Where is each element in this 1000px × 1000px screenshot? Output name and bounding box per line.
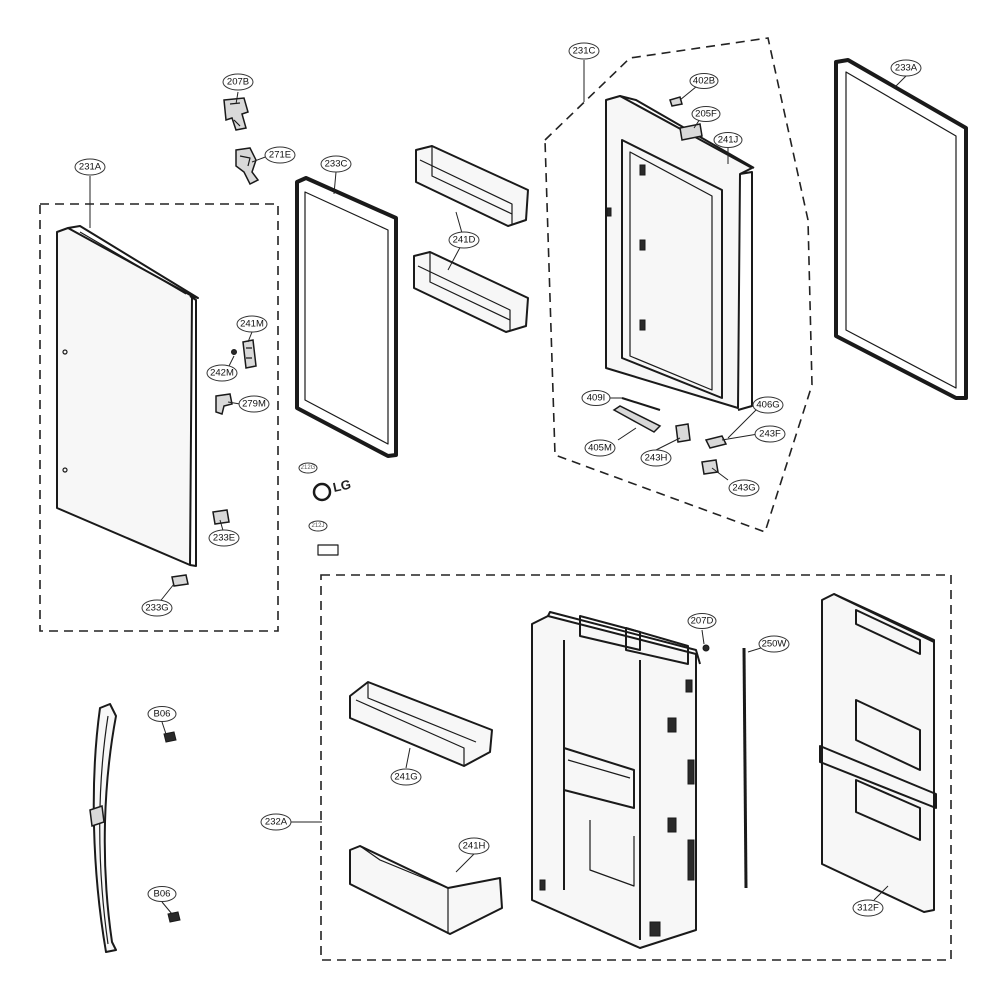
part-233C-gasket[interactable] <box>295 176 398 458</box>
part-250W-rod[interactable] <box>742 647 748 889</box>
callout-212J: 212J <box>308 520 328 532</box>
svg-text:242M: 242M <box>210 368 234 379</box>
svg-text:205F: 205F <box>695 109 717 120</box>
callout-402B: 402B <box>689 73 719 89</box>
callout-250W: 250W <box>758 635 790 653</box>
svg-text:405M: 405M <box>588 443 612 454</box>
part-233A-gasket[interactable] <box>834 58 968 400</box>
part-207D-screw[interactable] <box>702 644 710 652</box>
part-231C-door-liner[interactable] <box>605 95 755 411</box>
part-405M-bar[interactable] <box>612 405 662 433</box>
part-402B-clip[interactable] <box>669 96 683 107</box>
part-241G-bin[interactable] <box>349 681 493 767</box>
part-241H-bin[interactable] <box>349 845 503 935</box>
callout-243G: 243G <box>728 479 760 497</box>
svg-text:B06: B06 <box>154 889 171 900</box>
callout-231A: 231A <box>74 158 106 176</box>
svg-text:241M: 241M <box>240 319 264 330</box>
part-door-handle[interactable] <box>89 703 117 953</box>
callout-205F: 205F <box>691 106 721 122</box>
callout-233A: 233A <box>890 59 922 77</box>
svg-text:212J: 212J <box>311 523 324 529</box>
svg-text:207D: 207D <box>691 616 714 627</box>
svg-text:241G: 241G <box>394 772 417 783</box>
svg-text:233E: 233E <box>213 533 235 544</box>
logo-text: LG <box>332 477 353 495</box>
svg-text:231C: 231C <box>573 46 596 57</box>
callout-212G: 212G <box>298 462 318 474</box>
svg-text:312F: 312F <box>857 903 879 914</box>
callout-271E: 271E <box>264 146 296 164</box>
callout-241G: 241G <box>390 768 422 786</box>
callout-207D: 207D <box>687 613 717 629</box>
callout-241M: 241M <box>236 315 268 333</box>
lg-logo-emblem-icon <box>312 482 332 502</box>
part-241M-hinge-cover[interactable] <box>242 339 257 369</box>
callout-241D: 241D <box>448 231 480 249</box>
svg-text:241H: 241H <box>463 841 486 852</box>
part-233E-latch[interactable] <box>212 509 230 525</box>
callout-406G: 406G <box>752 396 784 414</box>
callout-231C: 231C <box>568 42 600 60</box>
svg-text:233A: 233A <box>895 63 918 74</box>
callout-233E: 233E <box>208 529 240 547</box>
part-233G-bracket[interactable] <box>171 574 189 587</box>
callout-243F: 243F <box>754 425 786 443</box>
svg-text:243F: 243F <box>759 429 781 440</box>
part-409I-strip[interactable] <box>621 397 661 411</box>
callout-207B: 207B <box>222 73 254 91</box>
svg-text:233C: 233C <box>325 159 348 170</box>
callout-233C: 233C <box>320 155 352 173</box>
svg-text:243H: 243H <box>645 453 668 464</box>
svg-text:231A: 231A <box>79 162 102 173</box>
part-242M-screw[interactable] <box>231 349 237 355</box>
group-231C-boundary <box>544 37 813 534</box>
svg-text:279M: 279M <box>242 399 266 410</box>
callout-B06-lower: B06 <box>147 886 177 902</box>
group-232A-boundary <box>320 574 952 961</box>
svg-text:409I: 409I <box>587 393 606 404</box>
part-241D-bin-upper[interactable] <box>415 145 529 227</box>
svg-text:406G: 406G <box>756 400 779 411</box>
svg-text:B06: B06 <box>154 709 171 720</box>
part-271E-bracket[interactable] <box>235 147 260 186</box>
svg-text:250W: 250W <box>762 639 787 650</box>
callout-233G: 233G <box>141 599 173 617</box>
group-231A-boundary <box>39 203 279 632</box>
callout-405M: 405M <box>584 439 616 457</box>
callout-241H: 241H <box>458 837 490 855</box>
svg-text:207B: 207B <box>227 77 249 88</box>
part-205F-fixture[interactable] <box>679 123 703 141</box>
part-243F-pin[interactable] <box>704 435 728 449</box>
svg-text:241D: 241D <box>453 235 476 246</box>
part-231A-door-panel[interactable] <box>56 225 199 567</box>
callout-B06-upper: B06 <box>147 706 177 722</box>
part-279M-switch[interactable] <box>215 393 233 415</box>
callout-241J: 241J <box>713 132 743 148</box>
callout-279M: 279M <box>238 395 270 413</box>
svg-text:233G: 233G <box>145 603 168 614</box>
part-B06-screw-upper[interactable] <box>163 731 177 743</box>
part-312F-panel[interactable] <box>819 593 937 913</box>
callout-243H: 243H <box>640 449 672 467</box>
svg-text:232A: 232A <box>265 817 288 828</box>
callout-232A: 232A <box>260 813 292 831</box>
svg-text:212G: 212G <box>301 465 316 471</box>
part-212G-logo[interactable]: LG <box>312 477 353 502</box>
callout-242M: 242M <box>206 364 238 382</box>
callout-312F: 312F <box>852 899 884 917</box>
part-207B-hinge[interactable] <box>223 97 249 131</box>
part-243H-latch[interactable] <box>675 423 691 443</box>
svg-text:271E: 271E <box>269 150 291 161</box>
svg-text:241J: 241J <box>718 135 739 146</box>
part-232A-liner[interactable] <box>531 611 701 949</box>
callout-409I: 409I <box>581 390 611 406</box>
part-B06-screw-lower[interactable] <box>167 911 181 923</box>
part-241D-bin-lower[interactable] <box>413 251 529 333</box>
svg-text:402B: 402B <box>693 76 715 87</box>
svg-text:243G: 243G <box>732 483 755 494</box>
part-212J-label[interactable] <box>317 544 339 556</box>
part-243G-cam[interactable] <box>701 459 719 475</box>
